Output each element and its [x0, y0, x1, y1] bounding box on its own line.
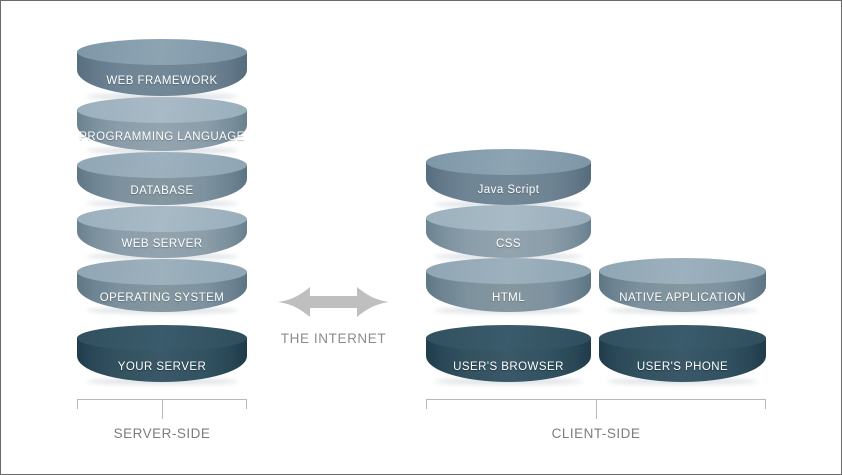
cylinder-java-script: Java Script [426, 149, 591, 209]
cylinder-top-ellipse [599, 258, 766, 284]
cylinder-shadow [85, 93, 239, 100]
bracket-tick-right [246, 399, 247, 409]
double-headed-arrow-icon [277, 285, 390, 319]
bracket-tick-left [426, 399, 427, 409]
bracket-tick-center [162, 399, 163, 419]
cylinder-top-ellipse [426, 205, 591, 231]
cylinder-top-ellipse [77, 325, 247, 351]
cylinder-top-ellipse [77, 97, 247, 123]
cylinder-top-ellipse [77, 206, 247, 232]
cylinder-operating-system: OPERATING SYSTEM [77, 259, 247, 317]
cylinder-top-ellipse [599, 325, 766, 351]
cylinder-web-framework: WEB FRAMEWORK [77, 39, 247, 101]
server-side-caption: SERVER-SIDE [113, 426, 211, 441]
client-side-caption: CLIENT-SIDE [551, 426, 641, 441]
bracket-tick-center [596, 399, 597, 419]
cylinder-html: HTML [426, 258, 591, 317]
cylinder-top-ellipse [77, 259, 247, 285]
cylinder-top-ellipse [426, 258, 591, 284]
cylinder-programming-language: PROGRAMMING LANGUAGE [77, 97, 247, 157]
cylinder-css: CSS [426, 205, 591, 263]
bracket-tick-left [77, 399, 78, 409]
cylinder-users-phone: USER'S PHONE [599, 325, 766, 387]
cylinder-your-server: YOUR SERVER [77, 325, 247, 387]
bracket-tick-right [765, 399, 766, 409]
cylinder-native-application: NATIVE APPLICATION [599, 258, 766, 317]
cylinder-users-browser: USER'S BROWSER [426, 325, 591, 387]
cylinder-database: DATABASE [77, 152, 247, 210]
cylinder-top-ellipse [426, 149, 591, 175]
cylinder-top-ellipse [426, 325, 591, 351]
cylinder-top-ellipse [77, 39, 247, 65]
cylinder-web-server: WEB SERVER [77, 206, 247, 263]
cylinder-top-ellipse [77, 152, 247, 178]
internet-label: THE INTERNET [280, 331, 387, 346]
